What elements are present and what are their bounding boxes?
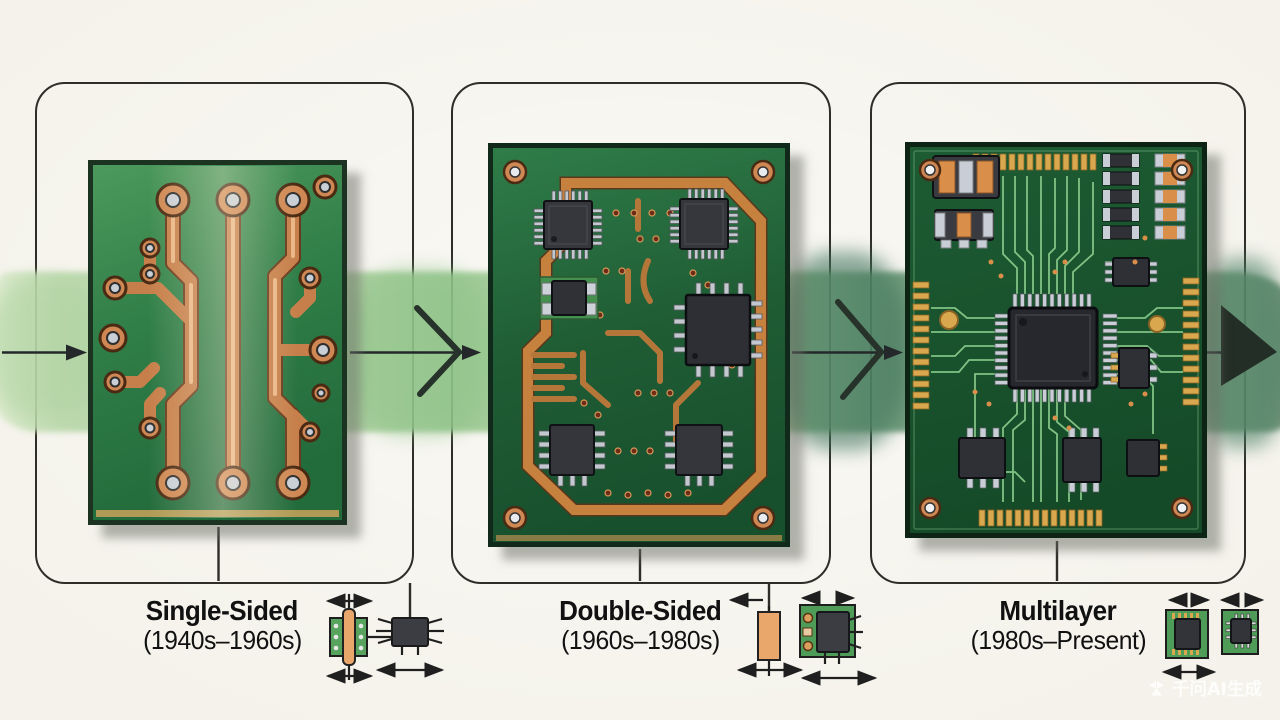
pcb-multilayer: [905, 142, 1207, 538]
watercolor-blob: [778, 252, 908, 450]
through-hole-resistor-icon: [342, 608, 356, 666]
small-ic: [1126, 439, 1168, 477]
stage-name: Double-Sided: [558, 595, 722, 626]
small-ic: [1110, 347, 1158, 389]
qfp-chip: [669, 188, 739, 260]
stage-label-single-sided: Single-Sided (1940s–1960s): [72, 596, 372, 656]
mounting-holes: [502, 159, 776, 531]
large-ic-chip: [673, 282, 763, 378]
central-qfp-chip: [994, 293, 1118, 403]
vias: [972, 235, 1148, 431]
resistor-array: [1102, 153, 1140, 240]
watermark-text: 千问AI生成: [1172, 680, 1263, 700]
via-cross-section-icon: [757, 611, 781, 661]
smd-capacitor: [932, 155, 1000, 199]
gold-test-points: [939, 310, 1166, 333]
stage-label-multilayer: Multilayer (1980s–Present): [908, 596, 1208, 656]
stage-era: (1960s–1980s): [560, 625, 720, 655]
watercolor-blob: [0, 278, 100, 418]
pcb-cross-section-through-hole-icon: [325, 593, 445, 684]
pcb-double-sided: [488, 143, 790, 547]
small-ic: [1104, 257, 1158, 287]
stage-name: Single-Sided: [145, 595, 299, 626]
qfp-chip-on-board-icon: [1165, 609, 1209, 659]
mounting-holes: [918, 158, 1194, 520]
qfp-and-qfn-icons: [1161, 592, 1265, 680]
soic-chip: [664, 424, 734, 487]
stage-name: Multilayer: [999, 595, 1117, 626]
qwen-logo-icon: [1149, 681, 1164, 696]
stage-era: (1980s–Present): [970, 625, 1146, 655]
dip-chip-icon: [376, 617, 444, 655]
qfp-chip: [533, 190, 603, 260]
small-ic: [1062, 427, 1102, 493]
pcb-single-sided: [88, 160, 347, 525]
smd-component: [934, 209, 994, 249]
via-and-smd-icons: [728, 590, 878, 686]
soic-chip: [538, 424, 606, 487]
watercolor-blob: [345, 268, 495, 436]
small-ic: [958, 427, 1006, 489]
small-component: [539, 276, 599, 320]
qfn-chip-on-board-icon: [1221, 609, 1259, 655]
stage-label-double-sided: Double-Sided (1960s–1980s): [490, 596, 790, 656]
watercolor-blob: [1198, 258, 1280, 448]
ai-watermark: 千问AI生成: [1146, 676, 1262, 701]
stage-era: (1940s–1960s): [142, 625, 302, 655]
smd-chip-on-board-icon: [799, 604, 863, 664]
